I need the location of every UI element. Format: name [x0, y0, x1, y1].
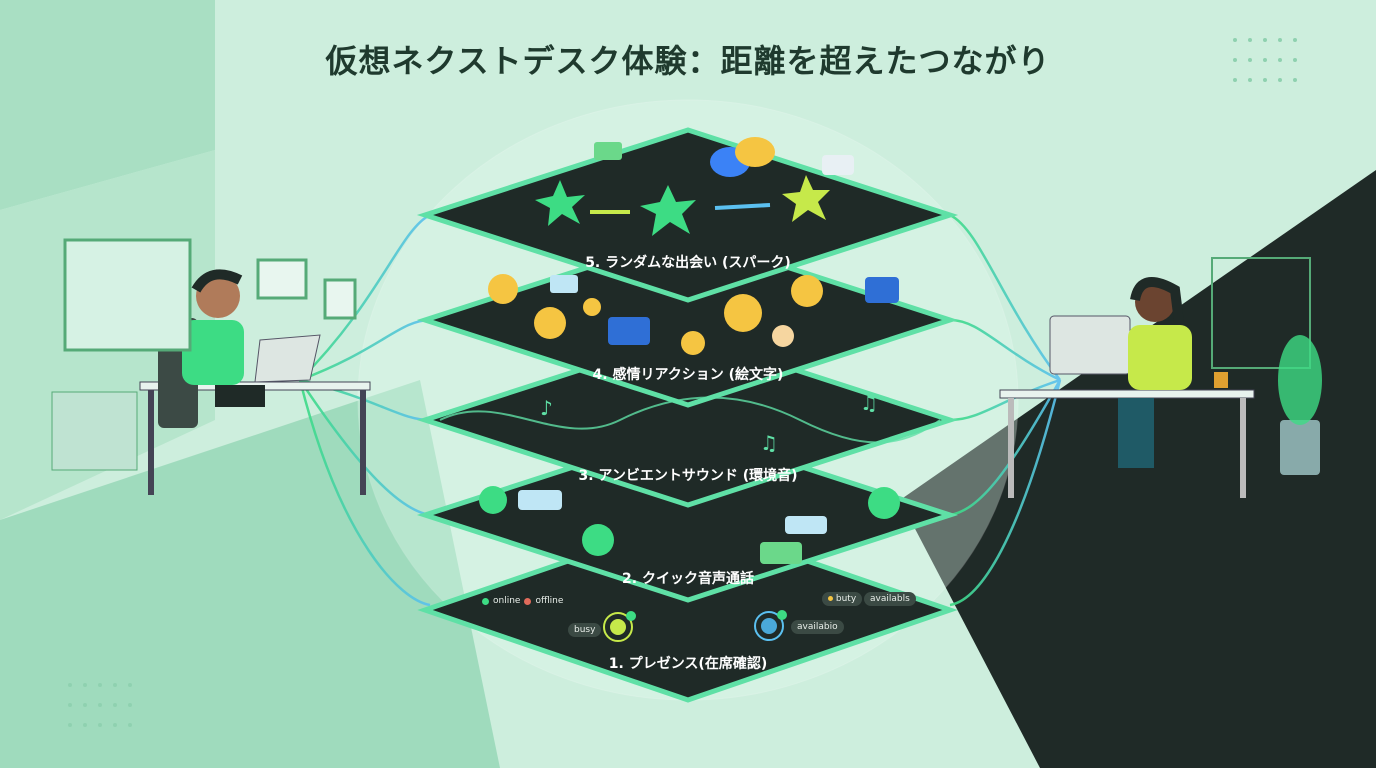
voice-icons [479, 486, 900, 564]
svg-text:♪: ♪ [540, 396, 553, 420]
svg-text:♫: ♫ [760, 431, 778, 455]
right-worker-illustration [999, 257, 1322, 498]
page-title: 仮想ネクストデスク体験：距離を超えたつながり [325, 42, 1051, 80]
layer-label-voice: 2. クイック音声通話 [622, 571, 754, 587]
buty-badge: buty [822, 592, 863, 606]
layer-label-emoji: 4. 感情リアクション (絵文字) [592, 367, 784, 383]
busy-dot [828, 596, 833, 601]
offline-dot [524, 597, 532, 605]
layer-label-presence: 1. プレゼンス(在席確認) [608, 656, 768, 672]
busy-badge: busy [568, 623, 602, 637]
buty-label: buty [835, 594, 857, 604]
offline-label: offline [535, 596, 564, 606]
layer-stack [416, 127, 959, 703]
status-legend: online offline [482, 596, 563, 606]
online-dot [482, 597, 489, 605]
layer-label-spark: 5. ランダムな出会い (スパーク) [585, 255, 791, 271]
emoji-icons [488, 274, 899, 355]
svg-text:♫: ♫ [860, 391, 878, 415]
left-worker-illustration [51, 238, 371, 495]
sound-wave [439, 396, 941, 444]
online-label: online [493, 596, 521, 606]
layer-label-ambient: 3. アンビエントサウンド (環境音) [578, 468, 798, 484]
spark-icons [535, 137, 854, 236]
available-badge: availabio [791, 620, 844, 634]
availabls-badge: availabls [864, 592, 916, 606]
